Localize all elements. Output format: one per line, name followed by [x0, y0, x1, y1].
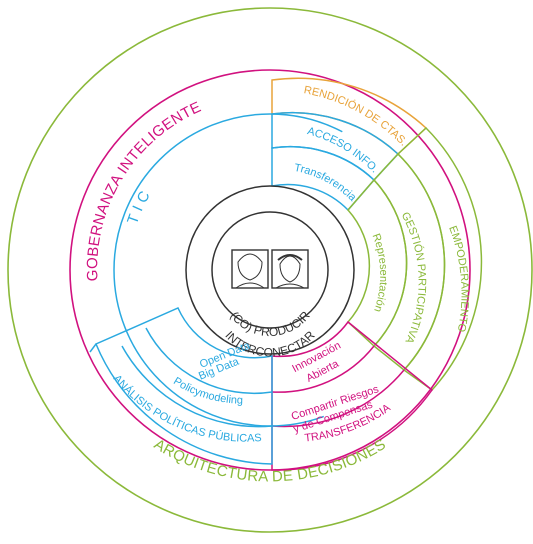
representacion-label: Representación	[370, 232, 390, 313]
gestion-label: GESTIÓN PARTICIPATIVA	[399, 210, 428, 345]
woman-portrait-icon	[231, 249, 269, 289]
man-portrait-icon	[271, 249, 309, 289]
outer-ring	[7, 7, 533, 533]
governance-ring	[69, 69, 471, 471]
representacion-sector	[346, 178, 408, 348]
transfer-block	[271, 320, 434, 471]
analisis-block	[95, 307, 273, 465]
coproducir-circle	[211, 211, 329, 329]
tic-ring	[113, 113, 427, 427]
empoderamiento-label: EMPODERAMIENTO	[446, 224, 470, 333]
gobernanza-label: GOBERNANZA INTELIGENTE	[84, 99, 204, 282]
tic-label: T I C	[124, 188, 154, 226]
